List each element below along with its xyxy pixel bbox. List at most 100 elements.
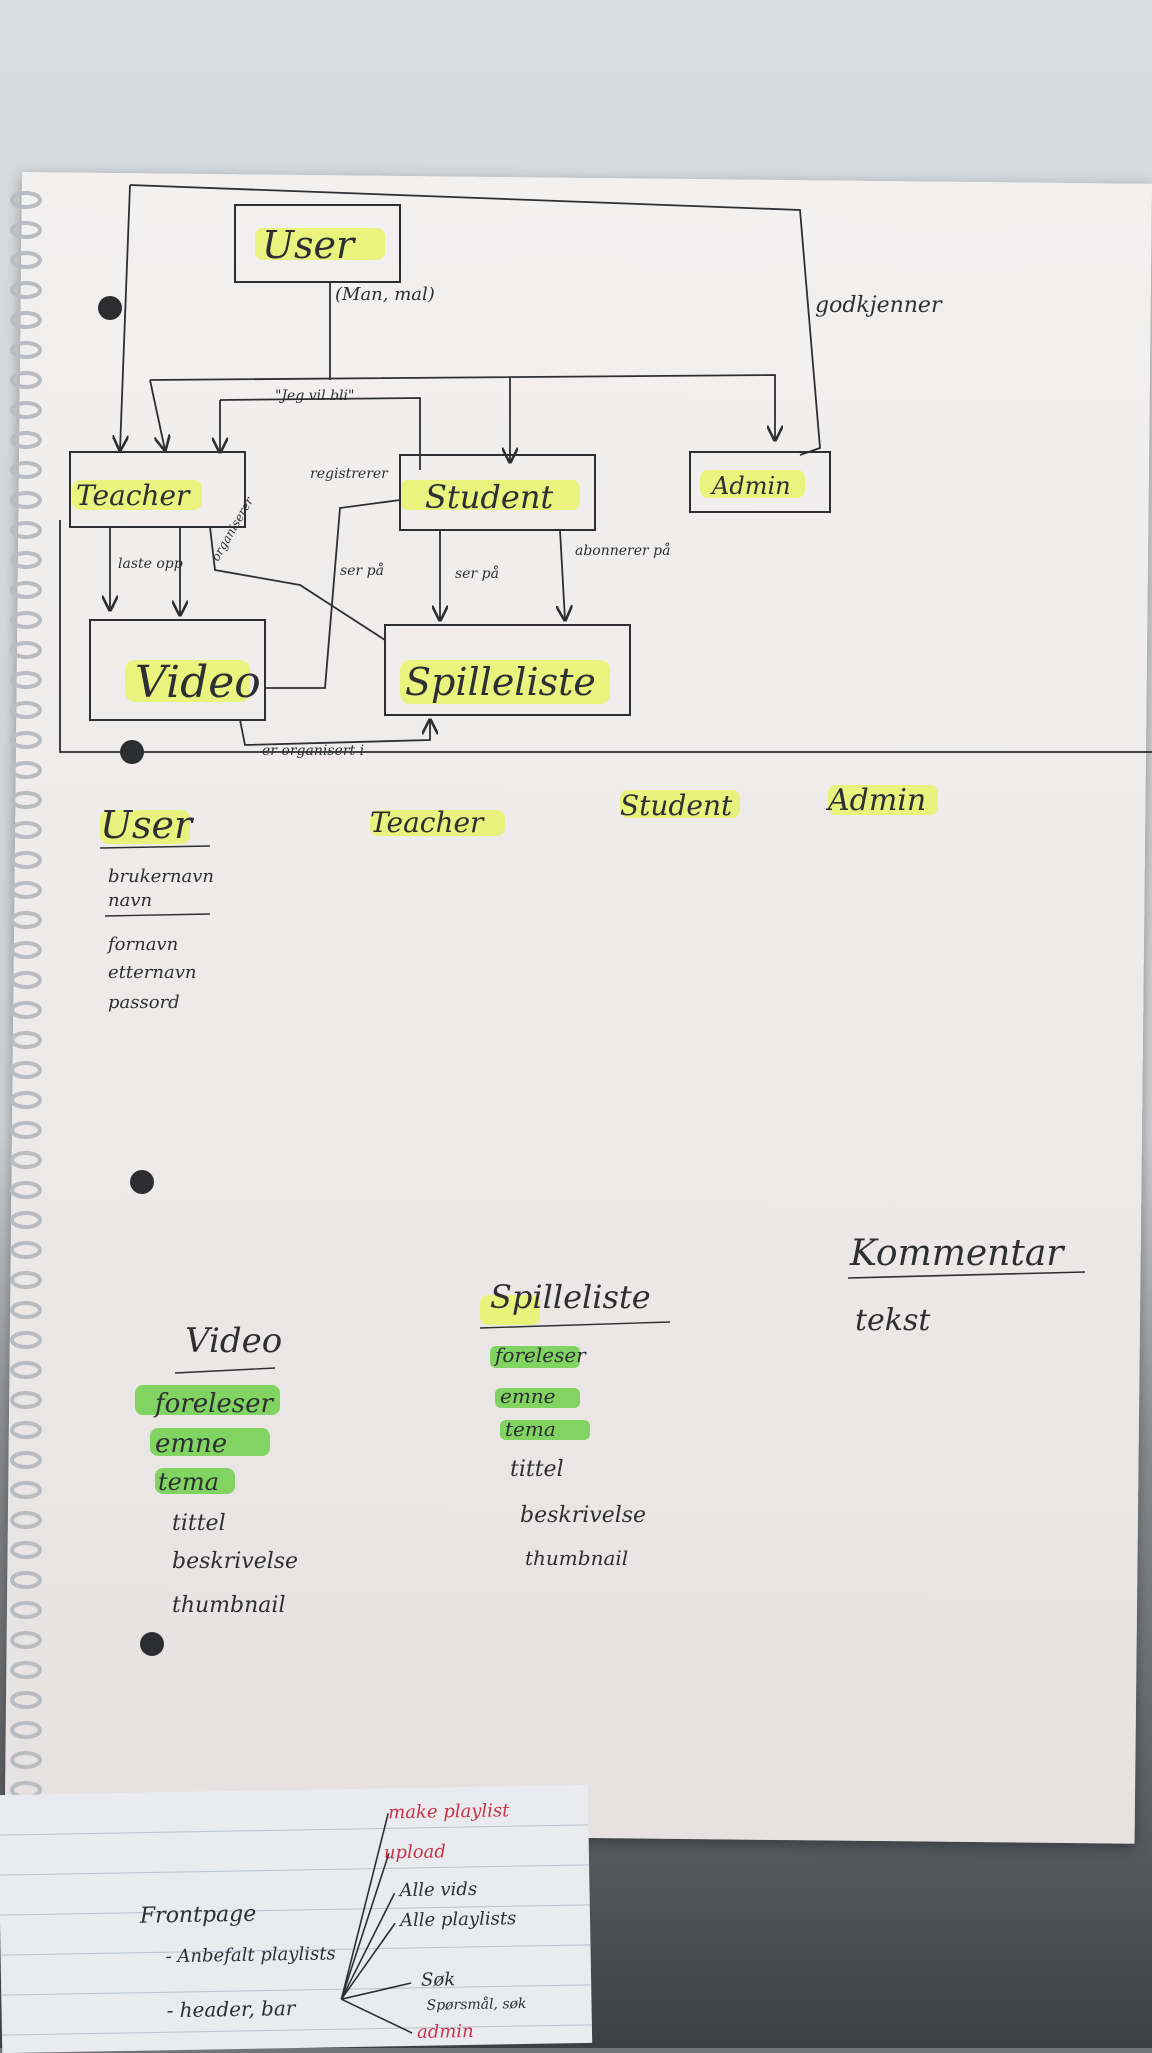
teacher-highlight [72,480,202,510]
spiral-coil [10,971,42,989]
spilleliste-field: thumbnail [525,1546,628,1570]
spiral-coils [10,191,42,1799]
student-box [399,454,596,531]
spilleliste-highlight [400,660,610,704]
spiral-coil [10,581,42,599]
spiral-coil [10,251,42,269]
spilleliste-attr-title: Spilleliste [490,1278,651,1316]
ser-pa-label-2: ser på [455,565,499,582]
spiral-coil [10,1661,42,1679]
spiral-coil [10,1151,42,1169]
organiserer-label: organiserer [208,494,256,564]
note-alle-playlists: Alle playlists [398,1908,517,1931]
spiral-coil [10,1001,42,1019]
spiral-binding [6,190,46,1830]
punch-hole [98,296,122,320]
spiral-coil [10,521,42,539]
user-box [234,204,401,283]
note-sporsmal: Spørsmål, søk [426,1995,526,2014]
attribute-lists: User Teacher Student Admin brukernavn na… [99,783,1086,1618]
spiral-coil [10,1241,42,1259]
spiral-coil [10,491,42,509]
video-field: thumbnail [172,1593,285,1618]
note-alle-vids: Alle vids [397,1879,477,1901]
spiral-coil [10,1361,42,1379]
video-field: beskrivelse [172,1549,298,1574]
spilleliste-field-highlight [490,1346,580,1368]
abonnerer-pa-label: abonnerer på [575,542,670,559]
note-admin: admin [417,2021,474,2043]
punch-hole [130,1170,154,1194]
video-box [89,619,266,721]
spiral-coil [10,1031,42,1049]
admin-box [689,451,831,513]
spiral-coil [10,701,42,719]
spilleliste-title-highlight [480,1295,540,1325]
spiral-coil [10,1631,42,1649]
video-entity: Video [135,657,261,708]
video-field: emne [155,1429,227,1459]
spiral-coil [10,1331,42,1349]
note-frontpage: Frontpage [139,1902,257,1929]
spilleliste-field-highlight [500,1420,590,1440]
teacher-entity: Teacher [76,479,191,512]
note-header-bar: - header, bar [166,1996,297,2022]
spilleliste-box [384,624,631,716]
spiral-coil [10,461,42,479]
spiral-coil [10,341,42,359]
video-field-highlight [155,1468,235,1494]
user-title-highlight [100,810,190,844]
spiral-coil [10,641,42,659]
spilleliste-field-highlight [495,1388,580,1408]
user-field: fornavn [106,934,178,955]
user-title-underline [99,845,211,849]
spiral-coil [10,881,42,899]
spiral-coil [10,1121,42,1139]
teacher-attr-title: Teacher [370,806,485,839]
spiral-coil [10,1301,42,1319]
spiral-coil [10,1061,42,1079]
spiral-coil [10,941,42,959]
note-arrows [340,1813,413,2034]
spilleliste-field: tittel [510,1457,564,1482]
kommentar-underline [847,1271,1086,1279]
spiral-coil [10,1391,42,1409]
diagram-connectors [59,184,1152,753]
spilleliste-field: foreleser [493,1343,587,1367]
spiral-coil [10,1541,42,1559]
video-attr-title: Video [185,1321,282,1361]
note-sok: Søk [421,1969,455,1991]
student-highlight [400,480,580,510]
spiral-coil [10,1481,42,1499]
video-highlight [125,660,250,702]
spiral-coil [10,1451,42,1469]
video-field: foreleser [153,1389,275,1419]
note-sketch: Frontpage - Anbefalt playlists - header,… [0,1800,592,2043]
note-upload: upload [384,1841,446,1863]
er-organisert-i-label: er organisert i [262,743,364,759]
spiral-coil [10,821,42,839]
spiral-coil [10,731,42,749]
spiral-coil [10,1181,42,1199]
user-navn-strike [104,913,211,917]
user-cardinality-label: (Man, mal) [335,284,435,305]
user-field: navn [108,890,152,911]
spiral-coil [10,401,42,419]
laste-opp-label: laste opp [118,556,183,572]
spiral-coil [10,371,42,389]
spiral-coil [10,671,42,689]
user-field: passord [108,992,180,1013]
spiral-coil [10,1211,42,1229]
user-field: brukernavn [108,866,214,887]
video-field: tittel [172,1511,226,1536]
kommentar-field: tekst [855,1303,931,1338]
registrerer-label: registrerer [310,466,389,482]
student-entity: Student [425,478,553,516]
spiral-coil [10,1721,42,1739]
video-field-highlight [150,1428,270,1456]
admin-attr-title: Admin [825,783,926,818]
spiral-coil [10,281,42,299]
spilleliste-entity: Spilleliste [405,660,596,704]
spiral-coil [10,1271,42,1289]
